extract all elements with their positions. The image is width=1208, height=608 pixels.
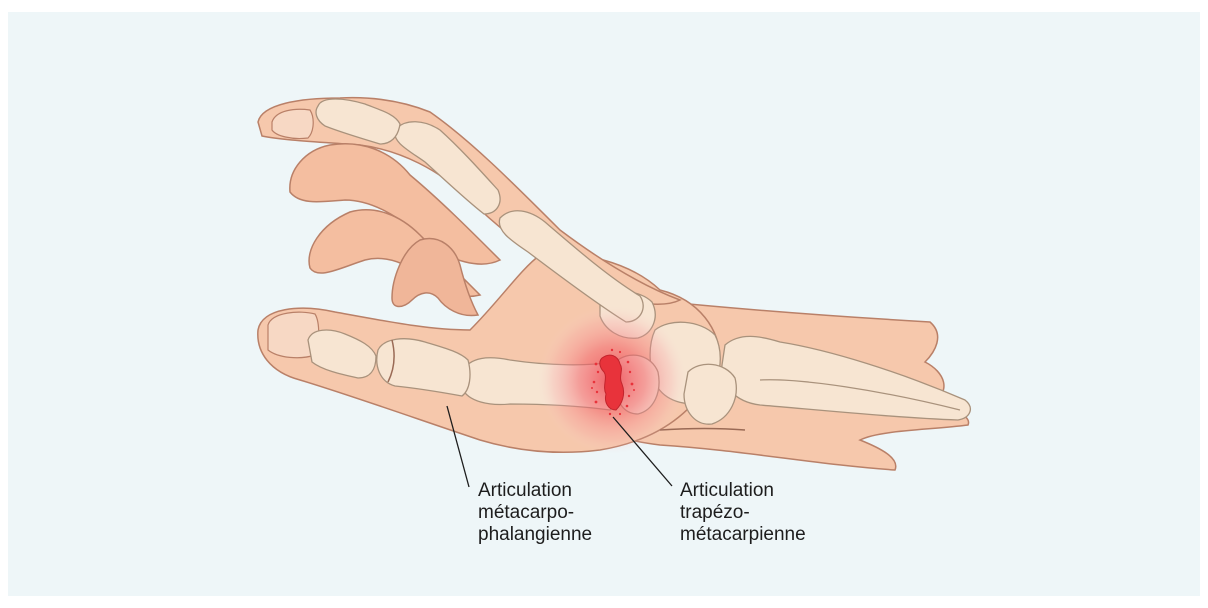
tmc-label-line-1: Articulation	[680, 480, 806, 502]
mcp-joint-label: Articulation métacarpo- phalangienne	[478, 480, 592, 546]
mcp-label-line-1: Articulation	[478, 480, 592, 502]
tmc-label-line-2: trapézo-	[680, 502, 806, 524]
tmc-label-line-3: métacarpienne	[680, 524, 806, 546]
fingernail	[272, 109, 313, 138]
mcp-label-line-2: métacarpo-	[478, 502, 592, 524]
mcp-label-line-3: phalangienne	[478, 524, 592, 546]
tmc-joint-label: Articulation trapézo- métacarpienne	[680, 480, 806, 546]
